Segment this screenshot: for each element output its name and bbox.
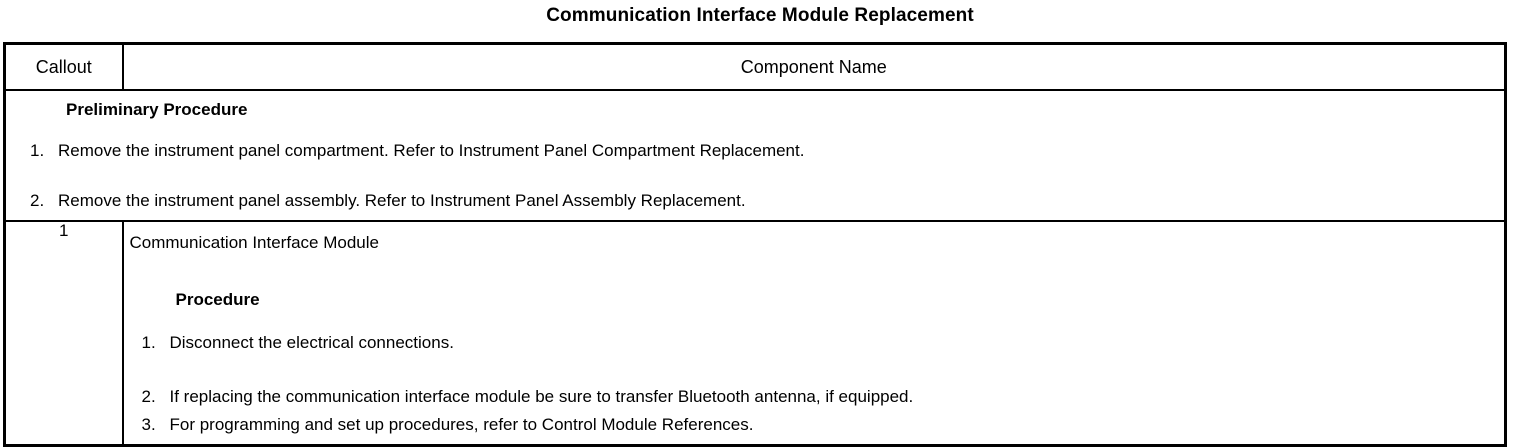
preliminary-procedure-row: Preliminary Procedure 1. Remove the instr…: [3, 88, 1507, 223]
list-item: 3. For programming and set up procedures,…: [124, 416, 1505, 444]
procedure-table: Callout Component Name Preliminary Proce…: [3, 42, 1507, 447]
list-item: 2. If replacing the communication interfa…: [124, 388, 1505, 416]
step-text: For programming and set up procedures, r…: [169, 415, 754, 435]
table-header-row: Callout Component Name: [3, 42, 1507, 91]
preliminary-procedure-heading: Preliminary Procedure: [66, 100, 248, 119]
list-item: 1. Remove the instrument panel compartmen…: [6, 120, 1504, 192]
step-number: 1.: [30, 141, 45, 161]
procedure-heading: Procedure: [175, 290, 260, 310]
callout-number-cell: 1: [3, 220, 124, 447]
step-number: 3.: [141, 415, 156, 435]
preliminary-step-list: 1. Remove the instrument panel compartmen…: [6, 120, 1504, 220]
step-text: Remove the instrument panel assembly. Re…: [58, 191, 746, 211]
list-item: 1. Disconnect the electrical connections.: [124, 308, 1505, 388]
step-number: 2.: [141, 387, 156, 407]
list-item: 2. Remove the instrument panel assembly. …: [6, 192, 1504, 220]
step-text: Disconnect the electrical connections.: [169, 333, 454, 353]
page-title: Communication Interface Module Replaceme…: [546, 5, 974, 26]
step-text: Remove the instrument panel compartment.…: [58, 141, 805, 161]
component-name-text: Communication Interface Module: [129, 233, 379, 253]
component-detail-cell: Communication Interface Module Procedure…: [121, 220, 1507, 447]
column-header-component-name: Component Name: [121, 42, 1507, 91]
step-number: 2.: [30, 191, 45, 211]
procedure-step-list: 1. Disconnect the electrical connections.…: [124, 308, 1505, 444]
step-number: 1.: [141, 333, 156, 353]
step-text: If replacing the communication interface…: [169, 387, 914, 407]
preliminary-procedure-cell: Preliminary Procedure 1. Remove the instr…: [3, 88, 1507, 223]
column-header-callout: Callout: [3, 42, 124, 91]
table-row: 1 Communication Interface Module Procedu…: [3, 220, 1507, 447]
